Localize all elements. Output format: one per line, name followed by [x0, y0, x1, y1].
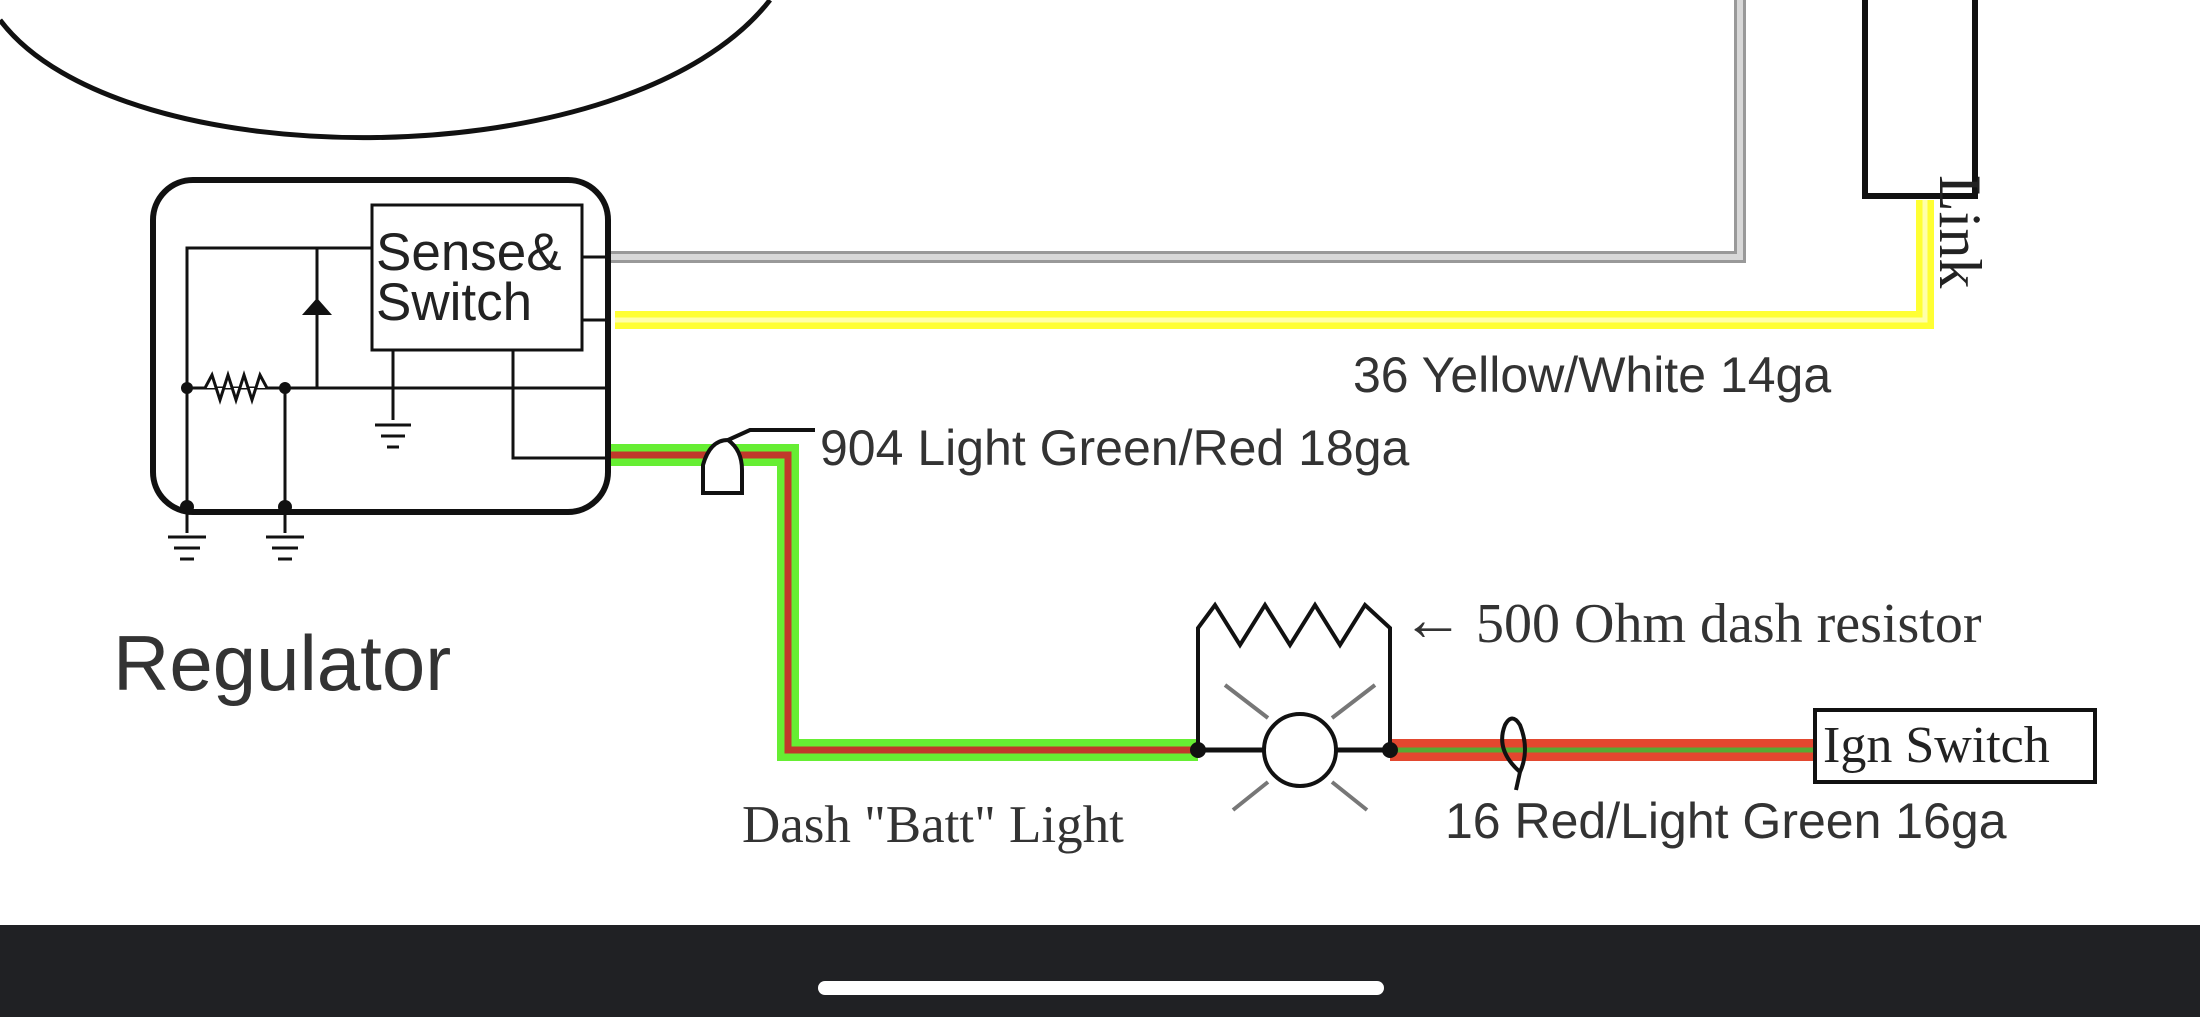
wiring-diagram: Link Sense& Switch [0, 0, 2097, 854]
sense-switch-label-1: Sense& [376, 223, 562, 282]
regulator-label: Regulator [113, 619, 451, 707]
ground-symbol-left [168, 500, 206, 561]
connector-904 [701, 437, 744, 495]
batt-light-bulb [1190, 683, 1398, 812]
resistor-arrow: ← [1402, 585, 1464, 654]
home-indicator[interactable] [818, 981, 1384, 995]
sense-switch-label-2: Switch [376, 273, 532, 332]
wire-904-label: 904 Light Green/Red 18ga [820, 420, 1410, 476]
ign-switch-box: Ign Switch [1813, 708, 2097, 784]
fusible-link-label: Link [1927, 175, 1993, 288]
fusible-link-box: Link [1862, 0, 1993, 288]
wire-904-light-green-red [610, 444, 1198, 761]
gray-wire [585, 0, 1746, 263]
connector-16 [1500, 716, 1527, 791]
wire-36-label: 36 Yellow/White 14ga [1353, 347, 1831, 403]
wire-36-yellow-white [615, 200, 1934, 329]
dash-resistor [1196, 601, 1392, 750]
ground-symbol-right [266, 500, 304, 561]
wire-16-label: 16 Red/Light Green 16ga [1445, 793, 2007, 849]
resistor-label: 500 Ohm dash resistor [1476, 593, 1982, 655]
alternator-outline [0, 0, 772, 141]
system-navigation-bar [0, 925, 2200, 1017]
sense-switch-box [370, 203, 584, 352]
regulator-box: Sense& Switch [150, 177, 611, 515]
ign-switch-label: Ign Switch [1823, 717, 2050, 774]
dash-light-label: Dash "Batt" Light [742, 796, 1124, 854]
